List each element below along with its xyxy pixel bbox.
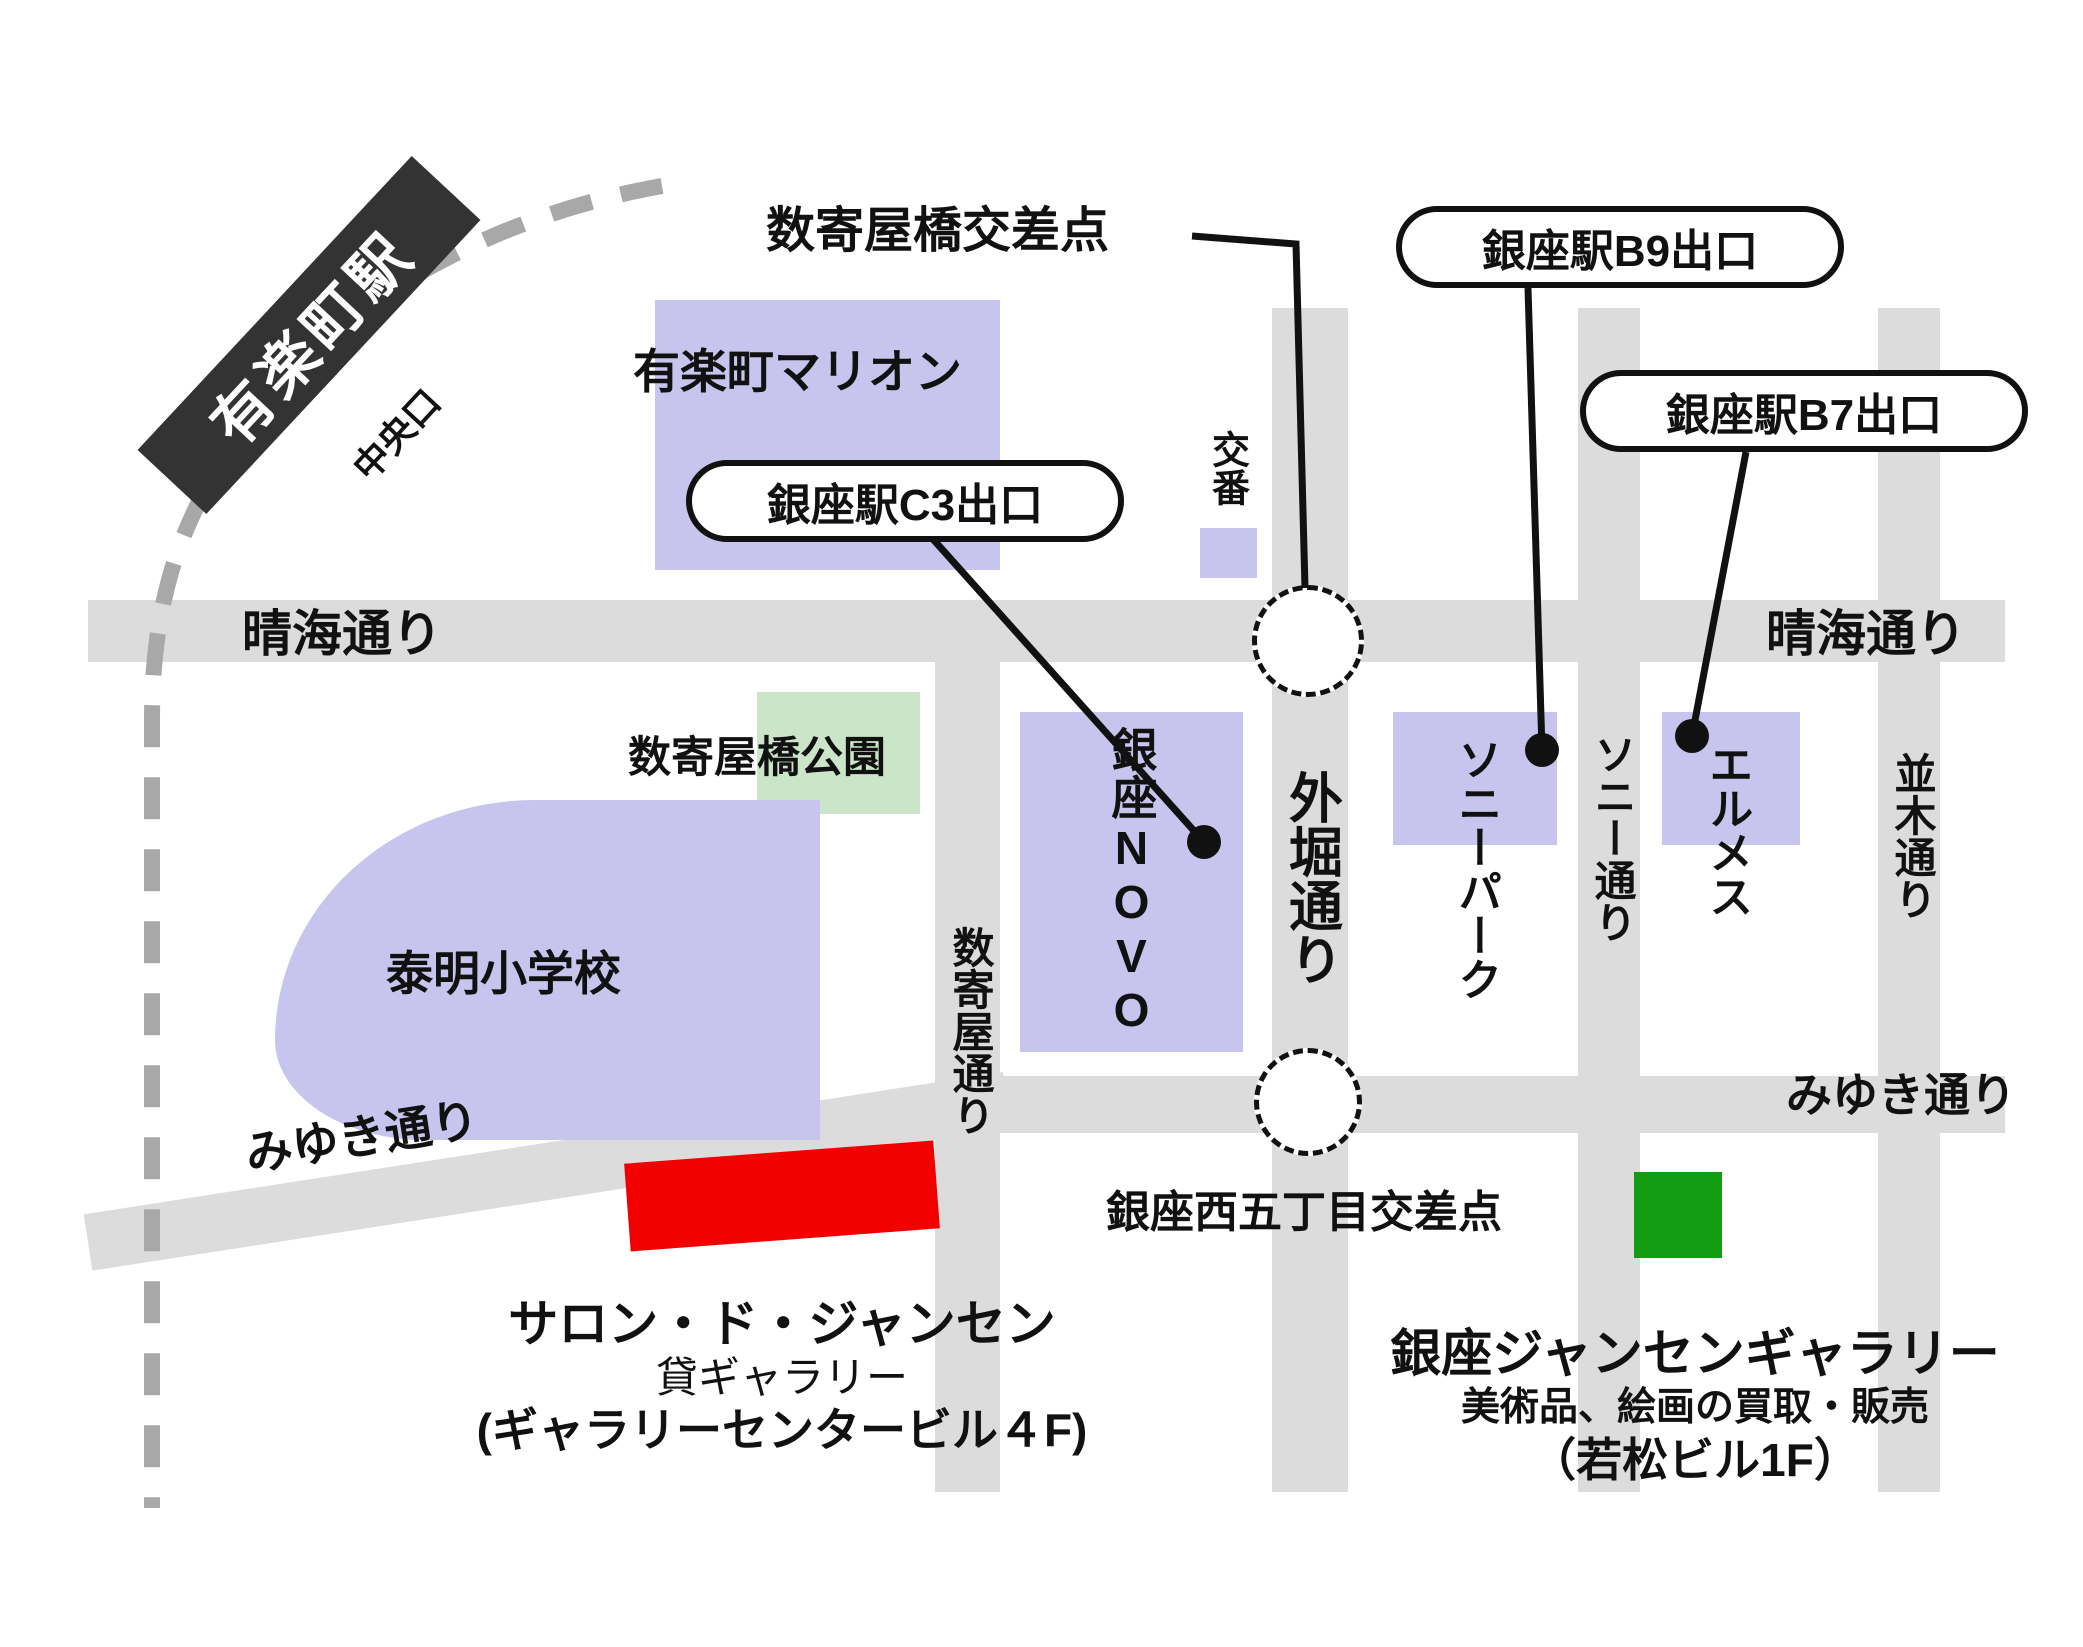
salon-building-label: (ギャラリーセンタービル４F) [476, 1404, 1088, 1456]
ginza-station-b7-exit-pill: 銀座駅B7出口 [1580, 370, 2028, 452]
b9-connector-line [1524, 287, 1546, 751]
gallery-desc-label: 美術品、絵画の買取・販売 [1460, 1386, 1929, 1429]
miyuki-dori-label-right: みゆき通り [1786, 1070, 2016, 1121]
building-koban [1200, 528, 1257, 578]
namiki-dori-label: 並木通り [1888, 752, 1935, 920]
road-sony-dori [1578, 308, 1640, 1492]
gallery-location-marker [1634, 1172, 1722, 1258]
harumi-dori-label-right: 晴海通り [1766, 606, 1966, 662]
sukiyabashi-park-label: 数寄屋橋公園 [628, 734, 886, 782]
yurakucho-marion-label: 有楽町マリオン [633, 345, 962, 398]
yurakucho-station-sign: 有楽町駅 [137, 155, 481, 515]
sukiyabashi-crossing-label: 数寄屋橋交差点 [766, 204, 1110, 258]
b7-exit-label: 銀座駅B7出口 [1665, 391, 1943, 440]
ginza-station-c3-exit-pill: 銀座駅C3出口 [686, 460, 1124, 542]
gallery-name-label: 銀座ジャンセンギャラリー [1390, 1325, 2000, 1382]
sukiyabashi-crossing-circle [1252, 585, 1364, 697]
hermes-label: エルメス [1702, 742, 1752, 918]
gallery-building-label: （若松ビル1F） [1530, 1434, 1860, 1486]
taimei-school-label: 泰明小学校 [386, 947, 621, 1000]
sony-park-label: ソニーパーク [1451, 737, 1501, 1001]
b9-exit-label: 銀座駅B9出口 [1481, 227, 1759, 276]
road-miyuki-dori-east [960, 1076, 2005, 1133]
harumi-dori-label-left: 晴海通り [242, 606, 442, 662]
b7-connector-line [1688, 451, 1750, 737]
sotobori-dori-label: 外堀通り [1280, 770, 1341, 986]
road-namiki-dori [1878, 308, 1940, 1492]
sony-dori-label: ソニー通り [1588, 733, 1635, 943]
koban-label: 交番 [1205, 430, 1248, 506]
c3-exit-label: 銀座駅C3出口 [766, 481, 1044, 530]
building-ginza-novo: 銀座NOVO [1020, 712, 1243, 1052]
sukiya-dori-label: 数寄屋通り [946, 926, 993, 1136]
salon-type-label: 貸ギャラリー [655, 1354, 908, 1401]
nishi5-crossing-circle [1254, 1048, 1362, 1156]
area-sukiyabashi-park [757, 692, 920, 814]
ginza-station-b9-exit-pill: 銀座駅B9出口 [1396, 206, 1844, 288]
nishi5-crossing-label: 銀座西五丁目交差点 [1106, 1188, 1502, 1237]
ginza-novo-label: 銀座NOVO [1105, 726, 1158, 1038]
